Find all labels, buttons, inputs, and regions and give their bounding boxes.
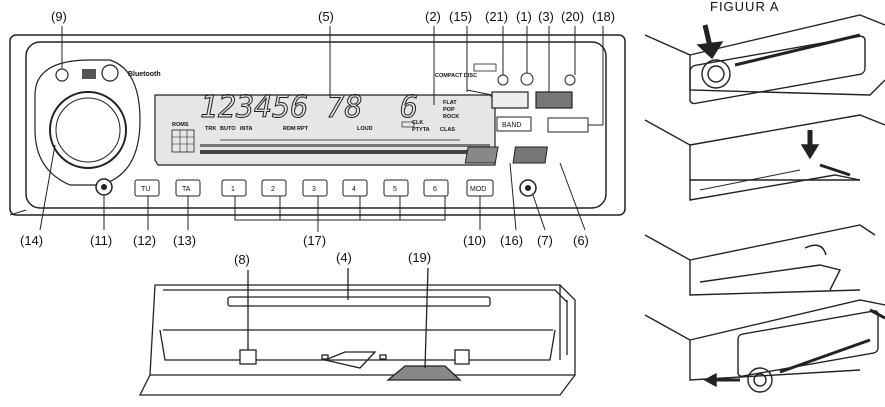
- figure-a-step-3: [644, 224, 876, 296]
- callout-16: (16): [500, 233, 523, 248]
- figure-a-step-4: [644, 299, 885, 393]
- callout-10: (10): [463, 233, 486, 248]
- tu-button-label: TU: [141, 186, 150, 193]
- front-panel: Bluetooth COMPACT DISC 123456 78 6 ROMS …: [9, 34, 626, 216]
- reset-button[interactable]: [564, 74, 576, 86]
- callout-20: (20): [561, 9, 584, 24]
- svg-text:ROCK: ROCK: [443, 114, 459, 120]
- callout-18: (18): [592, 9, 615, 24]
- equalizer-bars: [200, 139, 490, 154]
- callout-3: (3): [538, 9, 554, 24]
- callout-13: (13): [173, 233, 196, 248]
- model-label: COMPACT DISC: [435, 73, 477, 79]
- callout-lines: [39, 26, 604, 232]
- chassis-diagram: [138, 267, 576, 396]
- power-button[interactable]: [520, 72, 534, 86]
- preset-button-label: 3: [312, 186, 316, 193]
- display-digits: 123456 78: [200, 90, 363, 125]
- callout-8: (8): [234, 252, 250, 267]
- callout-12: (12): [133, 233, 156, 248]
- svg-text:ROMS: ROMS: [172, 122, 189, 128]
- svg-text:LOUD: LOUD: [357, 126, 373, 132]
- small-indicator-21[interactable]: [497, 74, 509, 86]
- button-15[interactable]: [491, 91, 529, 109]
- mod-button-label: MOD: [470, 186, 486, 193]
- brand-label: Bluetooth: [128, 71, 161, 78]
- callout-7: (7): [537, 233, 553, 248]
- callout-15: (15): [449, 9, 472, 24]
- preset-button-3[interactable]: [302, 179, 328, 197]
- ta-button-label: TA: [182, 186, 191, 193]
- preset-button-label: 2: [271, 186, 275, 193]
- band-button-label: BAND: [502, 122, 521, 129]
- callout-5: (5): [318, 9, 334, 24]
- callout-6: (6): [573, 233, 589, 248]
- callout-2: (2): [425, 9, 441, 24]
- band-button[interactable]: [496, 116, 532, 132]
- callout-4: (4): [336, 250, 352, 265]
- preset-button-4[interactable]: [342, 179, 368, 197]
- figure-a-title: FIGUUR A: [710, 0, 779, 14]
- svg-text:CLAS: CLAS: [440, 127, 455, 133]
- callout-1: (1): [516, 9, 532, 24]
- svg-text:CLK: CLK: [412, 120, 423, 126]
- preset-button-label: 4: [352, 186, 356, 193]
- button-18[interactable]: [547, 117, 589, 133]
- svg-text:PTYTA: PTYTA: [412, 127, 430, 133]
- svg-text:BUTO: BUTO: [220, 126, 236, 132]
- svg-text:TRK: TRK: [205, 126, 216, 132]
- preset-button-6[interactable]: [423, 179, 449, 197]
- preset-button-2[interactable]: [261, 179, 287, 197]
- release-slot-8: [239, 349, 257, 365]
- button-16[interactable]: [464, 146, 499, 164]
- figure-a-step-1: [644, 14, 885, 105]
- preset-button-1[interactable]: [221, 179, 247, 197]
- ir-sensor: [82, 69, 96, 79]
- callout-9: (9): [51, 9, 67, 24]
- sensor-circle: [101, 64, 119, 82]
- button-6[interactable]: [512, 146, 548, 164]
- svg-text:POP: POP: [443, 107, 455, 113]
- svg-text:FLAT: FLAT: [443, 100, 457, 106]
- display-digit-6: 6: [400, 90, 418, 125]
- preset-button-label: 6: [433, 186, 437, 193]
- knob-housing: [34, 59, 141, 186]
- tu-button[interactable]: [134, 179, 160, 197]
- release-button[interactable]: [55, 68, 69, 82]
- svg-text:RDM RPT: RDM RPT: [283, 126, 309, 132]
- preset-button-label: 5: [393, 186, 397, 193]
- volume-knob[interactable]: [49, 91, 127, 169]
- callout-19: (19): [408, 250, 431, 265]
- figure-a-step-2: [644, 114, 885, 201]
- preset-button-5[interactable]: [383, 179, 409, 197]
- svg-text:INTA: INTA: [240, 126, 252, 132]
- callout-11: (11): [90, 233, 112, 248]
- preset-buttons: 1 2 3 4 5 6: [221, 179, 449, 197]
- preset-button-label: 1: [231, 186, 235, 193]
- callout-21: (21): [485, 9, 508, 24]
- callout-14: (14): [20, 233, 43, 248]
- callout-17: (17): [303, 233, 326, 248]
- button-3[interactable]: [535, 91, 573, 109]
